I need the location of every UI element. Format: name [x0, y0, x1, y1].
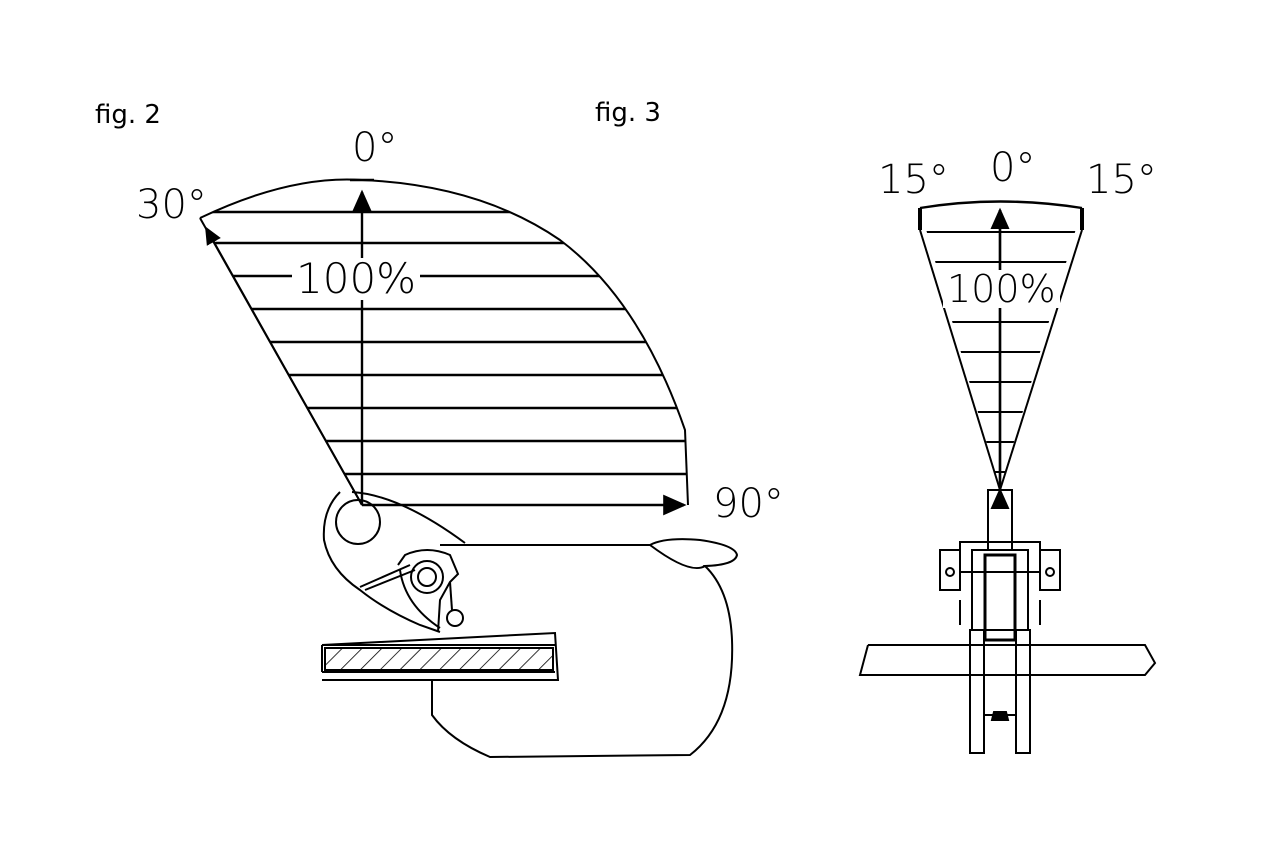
- fig3-clamp-front: [858, 489, 1157, 754]
- fig3-percent-label: 100%: [943, 270, 1060, 308]
- fig3-angle-right-label: 15°: [1086, 157, 1157, 203]
- fig3-load-fan: [918, 200, 1084, 510]
- fig2-load-fan: [199, 178, 689, 516]
- fig3-angle-left-label: 15°: [878, 157, 949, 203]
- fig2-clamp-body: [321, 491, 739, 759]
- fig2-caption: fig. 2: [95, 100, 161, 130]
- fig2-angle-top-label: 0°: [352, 125, 398, 171]
- fig2-percent-label: 100%: [292, 258, 421, 300]
- fig2-angle-right-label: 90°: [713, 481, 784, 527]
- fig3-angle-top-label: 0°: [990, 145, 1036, 191]
- fig3-caption: fig. 3: [595, 98, 661, 128]
- fig2-angle-left-label: 30°: [136, 182, 207, 228]
